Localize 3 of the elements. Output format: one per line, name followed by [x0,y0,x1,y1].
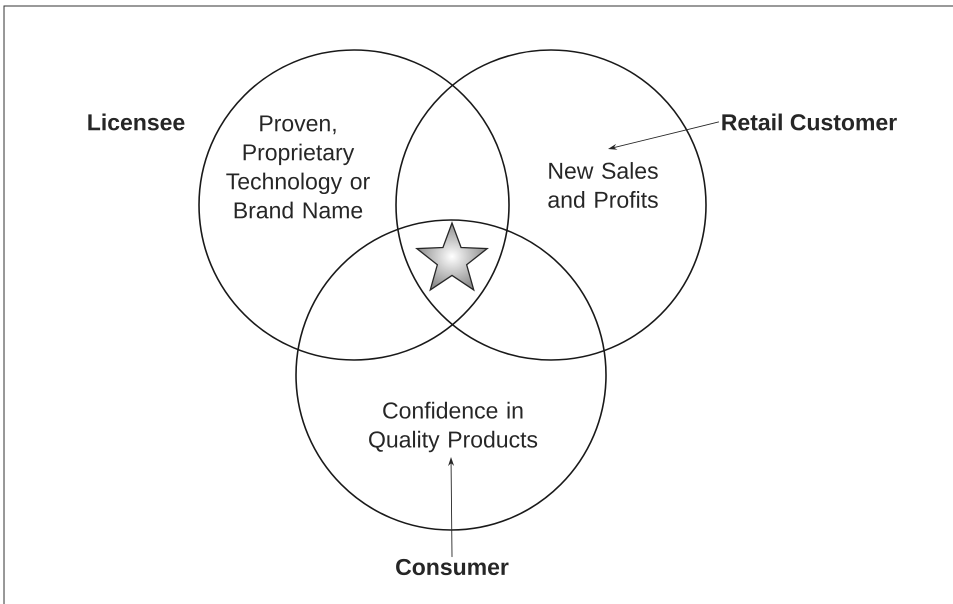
role-label: Licensee [88,114,184,130]
role-label: Consumer [396,558,509,576]
role-label: Retail Customer [722,114,897,130]
